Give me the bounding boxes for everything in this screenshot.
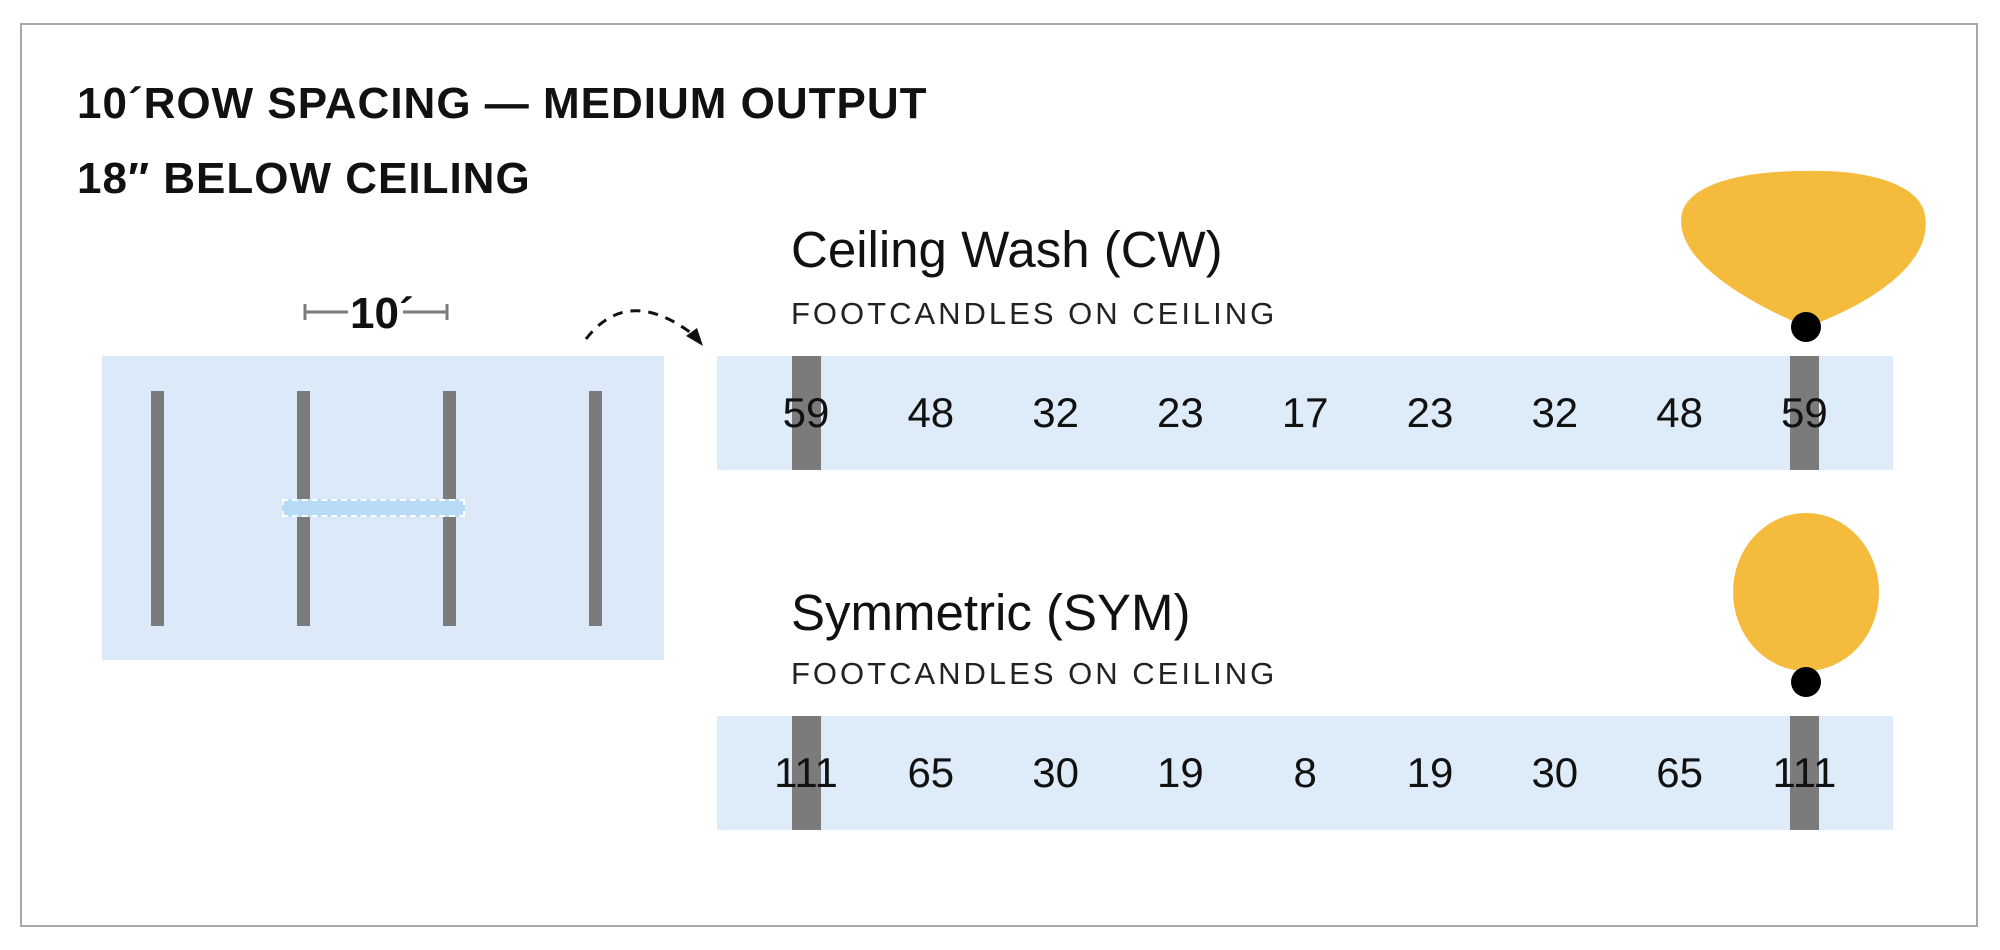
- ceiling-wash-footcandle-value: 32: [1531, 389, 1579, 436]
- ceiling-wash-band: 59 48 32 23 17 23 32 48 59: [717, 356, 1893, 470]
- fixture-row: [151, 391, 164, 626]
- ceiling-wash-footcandle-value: 32: [1032, 389, 1079, 436]
- symmetric-footcandle-value: 65: [1656, 749, 1703, 796]
- ceiling-wash-subtitle: FOOTCANDLES ON CEILING: [791, 296, 1278, 331]
- symmetric-footcandle-value: 19: [1157, 749, 1204, 796]
- ceiling-wash-footcandle-value: 23: [1157, 389, 1204, 436]
- symmetric-footcandle-value: 111: [774, 749, 838, 796]
- ceiling-wash-title: Ceiling Wash (CW): [791, 221, 1223, 278]
- symmetric-footcandle-value: 30: [1531, 749, 1579, 796]
- fixture-row: [589, 391, 602, 626]
- ceiling-wash-footcandle-value: 23: [1406, 389, 1454, 436]
- title-row-spacing: 10´ROW SPACING — MEDIUM OUTPUT: [77, 79, 928, 128]
- title-below-ceiling: 18″ BELOW CEILING: [77, 154, 531, 203]
- section-cut-marker: [282, 499, 465, 517]
- ceiling-wash-footcandle-value: 48: [907, 389, 955, 436]
- symmetric-footcandle-value: 65: [907, 749, 955, 796]
- spacing-label: 10´: [350, 289, 414, 338]
- symmetric-fixture-pole: [1789, 716, 1819, 830]
- symmetric-footcandle-value: 19: [1406, 749, 1454, 796]
- ceiling-wash-footcandle-value: 59: [782, 389, 830, 436]
- symmetric-band: 111 65 30 19 8 19 30 65 111: [717, 716, 1893, 830]
- symmetric-footcandle-value: 8: [1293, 749, 1317, 796]
- symmetric-title: Symmetric (SYM): [791, 584, 1191, 641]
- symmetric-footcandle-value: 30: [1032, 749, 1079, 796]
- symmetric-footcandle-value: 111: [1772, 749, 1837, 796]
- ceiling-wash-fixture-pole: [791, 356, 821, 470]
- symmetric-fixture-pole: [791, 716, 821, 830]
- ceiling-wash-footcandle-value: 59: [1781, 389, 1828, 436]
- symmetric-subtitle: FOOTCANDLES ON CEILING: [791, 656, 1278, 691]
- ceiling-wash-footcandle-value: 17: [1281, 389, 1329, 436]
- ceiling-wash-footcandle-value: 48: [1656, 389, 1703, 436]
- ceiling-wash-fixture-pole: [1789, 356, 1819, 470]
- plan-view: [102, 356, 664, 660]
